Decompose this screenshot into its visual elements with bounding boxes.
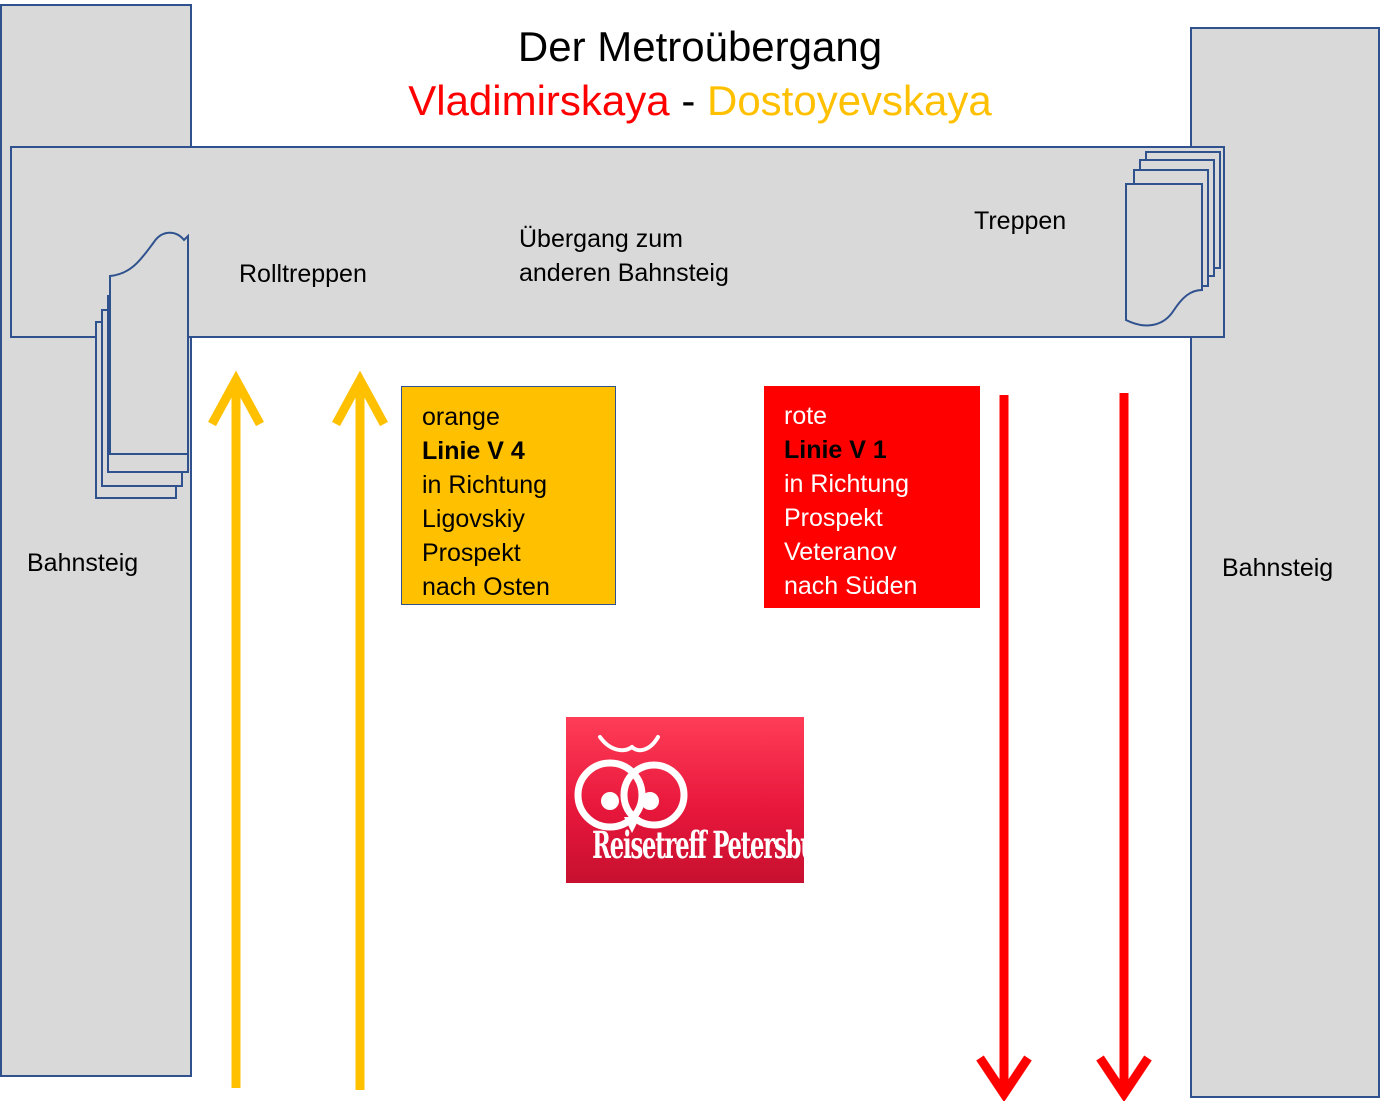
orange-arrow-head-1 xyxy=(208,370,264,427)
red-box-line-2: Linie V 1 xyxy=(784,436,887,464)
red-box-line-3: in Richtung xyxy=(784,470,910,498)
owl-icon xyxy=(574,735,688,833)
diagram-subtitle: Vladimirskaya - Dostoyevskaya xyxy=(0,76,1383,126)
orange-arrow-head-2 xyxy=(332,370,388,427)
diagram-title: Der Metroübergang xyxy=(517,23,883,70)
logo-text: Reisetreff Petersburg xyxy=(592,823,804,868)
reisetreff-logo: Reisetreff Petersburg xyxy=(566,717,804,883)
orange-box-line-3: in Richtung xyxy=(422,471,548,499)
station-red-name: Vladimirskaya xyxy=(408,77,670,124)
stairs-icon xyxy=(1125,151,1221,327)
station-orange-name: Dostoyevskaya xyxy=(706,77,992,124)
transfer-label-line2: anderen Bahnsteig xyxy=(519,259,729,287)
escalator-icon xyxy=(95,231,189,499)
orange-box-line-2: Linie V 4 xyxy=(422,437,525,465)
transfer-label-line1: Übergang zum xyxy=(519,225,683,253)
red-box-line-5: Veteranov xyxy=(784,538,897,566)
orange-line-info-box: orange Linie V 4 in Richtung Ligovskiy P… xyxy=(401,386,616,605)
right-platform-label: Bahnsteig xyxy=(1222,554,1334,582)
orange-box-line-1: orange xyxy=(422,403,500,431)
red-line-info-box: rote Linie V 1 in Richtung Prospekt Vete… xyxy=(764,386,980,608)
red-arrow-head-1 xyxy=(976,1055,1032,1101)
station-separator: - xyxy=(681,77,696,124)
red-box-line-6: nach Süden xyxy=(784,572,918,600)
red-box-line-1: rote xyxy=(784,402,828,430)
orange-box-line-5: Prospekt xyxy=(422,539,521,567)
orange-box-line-6: nach Osten xyxy=(422,573,550,601)
transfer-hall xyxy=(10,146,1225,338)
stairs-label: Treppen xyxy=(974,207,1067,235)
escalators-label: Rolltreppen xyxy=(239,260,367,288)
orange-box-line-4: Ligovskiy xyxy=(422,505,525,533)
red-box-line-4: Prospekt xyxy=(784,504,883,532)
left-platform-label: Bahnsteig xyxy=(27,549,139,577)
red-arrow-head-2 xyxy=(1096,1055,1152,1101)
